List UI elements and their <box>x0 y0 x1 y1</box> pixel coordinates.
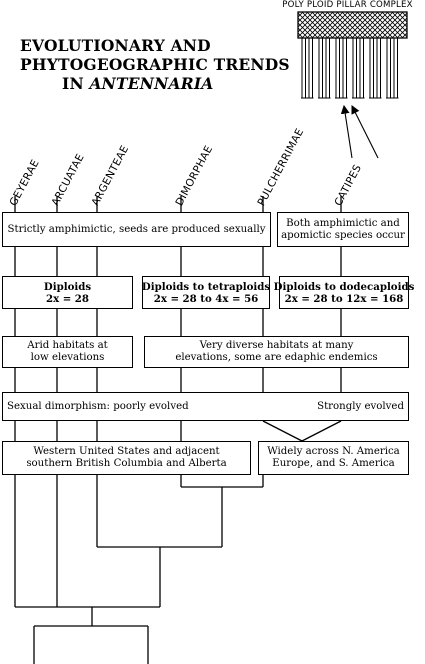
branch-line <box>301 420 342 442</box>
polyploid-pillar-complex-graphic <box>297 11 408 99</box>
pillar-column <box>335 38 348 99</box>
genus-name: ANTENNARIA <box>89 74 214 93</box>
catipes-arrow-2 <box>351 105 379 159</box>
pillar-columns <box>301 38 399 99</box>
catipes-arrow-1 <box>340 104 353 159</box>
pillar-column <box>318 38 331 99</box>
pillar-column <box>369 38 382 99</box>
branch-line <box>262 420 303 442</box>
title-line-1: EVOLUTIONARY AND <box>20 36 211 55</box>
title-line-3: IN ANTENNARIA <box>62 74 214 93</box>
branch-lines <box>14 196 342 664</box>
pillar-column <box>386 38 399 99</box>
title-line-2: PHYTOGEOGRAPHIC TRENDS <box>20 55 290 74</box>
polyploid-pillar-label: POLY PLOID PILLAR COMPLEX <box>282 0 413 10</box>
dimorphism-strongly-evolved: Strongly evolved <box>317 400 404 412</box>
pillar-column <box>301 38 314 99</box>
box-strictly-amphimictic: Strictly amphimictic, seeds are produced… <box>2 212 271 247</box>
pillar-column <box>352 38 365 99</box>
dimorphism-poorly-evolved: Sexual dimorphism: poorly evolved <box>7 400 189 412</box>
pillar-cap <box>297 11 408 39</box>
box-sexual-dimorphism: Sexual dimorphism: poorly evolved Strong… <box>2 392 409 421</box>
